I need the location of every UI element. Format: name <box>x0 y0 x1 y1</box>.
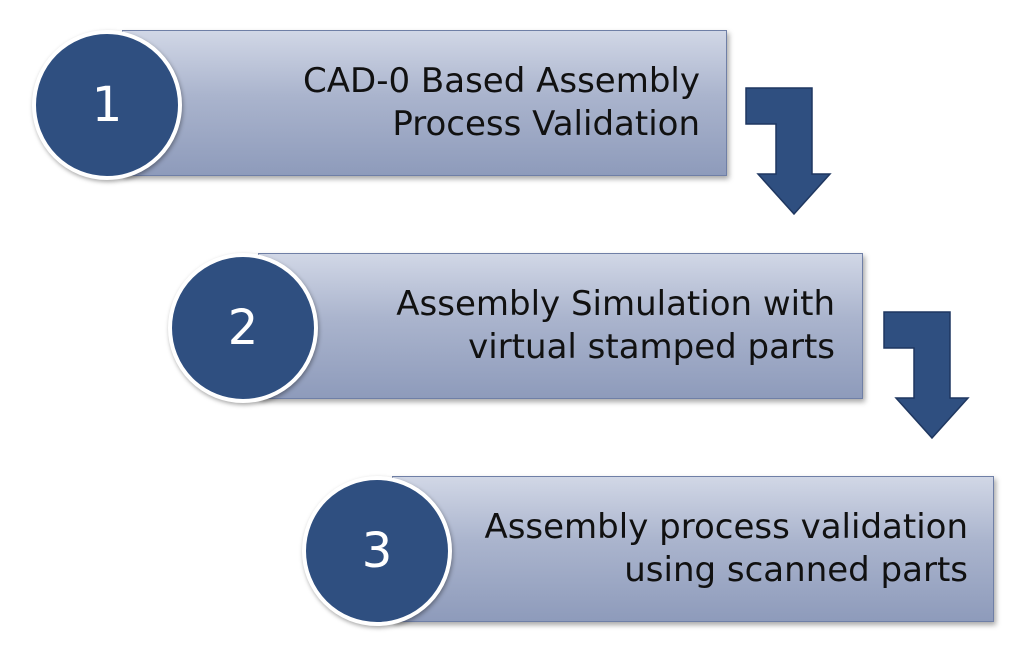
bent-arrow-down-icon <box>883 311 970 440</box>
step-3-bar <box>392 476 994 622</box>
step-3-number: 3 <box>361 523 393 579</box>
step-2-text: Assembly Simulation with virtual stamped… <box>320 253 835 399</box>
step-1-bar <box>122 30 727 176</box>
step-3-line-2: using scanned parts <box>624 550 968 590</box>
step-1-number: 1 <box>91 77 123 133</box>
step-1-text: CAD-0 Based Assembly Process Validation <box>190 30 700 176</box>
step-1-number-circle: 1 <box>32 30 182 180</box>
step-2-bar <box>258 253 863 399</box>
bent-arrow-down-icon <box>745 87 832 216</box>
step-2-line-2: virtual stamped parts <box>468 327 835 367</box>
step-2-number-circle: 2 <box>168 253 318 403</box>
step-1-line-2: Process Validation <box>392 104 700 144</box>
step-2-line-1: Assembly Simulation with <box>396 284 835 324</box>
step-1-line-1: CAD-0 Based Assembly <box>303 61 700 101</box>
step-2-number: 2 <box>227 300 259 356</box>
step-3-line-1: Assembly process validation <box>484 507 968 547</box>
step-3-text: Assembly process validation using scanne… <box>450 476 968 622</box>
step-3-number-circle: 3 <box>302 476 452 626</box>
